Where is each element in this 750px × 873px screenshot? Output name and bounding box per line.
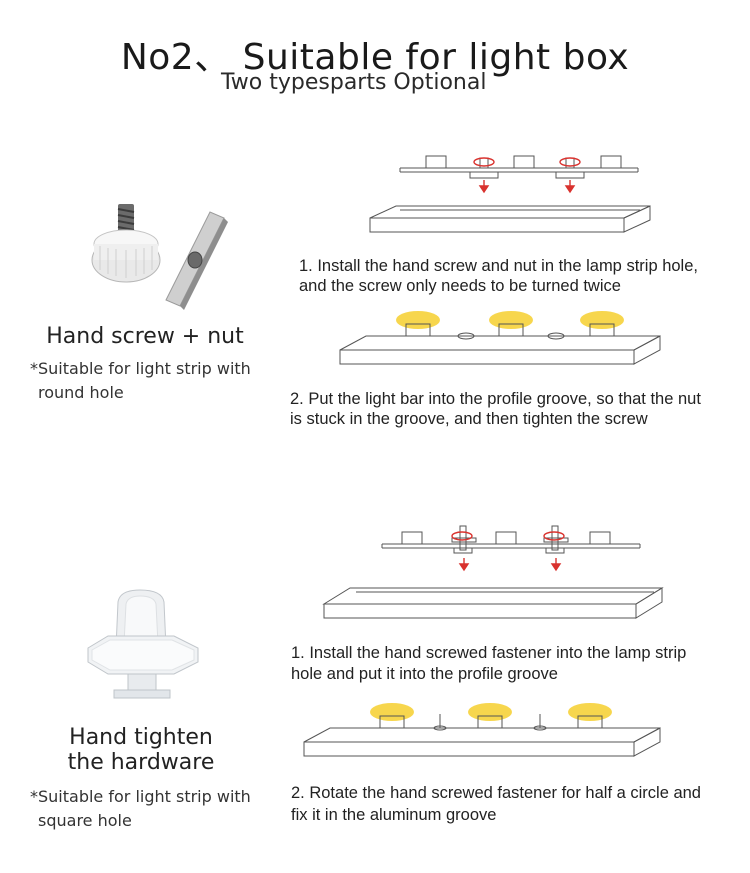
- step-text: hole and put it into the profile groove: [291, 665, 558, 683]
- part-note-line: *Suitable for light strip with: [30, 787, 251, 806]
- step-text: 1. Install the hand screw and nut in the…: [299, 257, 698, 275]
- step-text: fix it in the aluminum groove: [291, 806, 497, 824]
- part-name-hand-tighten: the hardware: [67, 750, 215, 775]
- part-note-line: round hole: [38, 383, 124, 402]
- step-text: is stuck in the groove, and then tighten…: [290, 410, 648, 428]
- page-title: No2、 Suitable for light box: [120, 37, 630, 78]
- page-subtitle: Two typesparts Optional: [221, 70, 487, 95]
- install-diagram-step2: [339, 311, 661, 365]
- install-diagram-step1: [369, 155, 651, 233]
- step-text: 2. Rotate the hand screwed fastener for …: [291, 784, 701, 802]
- install-diagram-step4: [303, 703, 661, 757]
- part-note-line: square hole: [38, 811, 132, 830]
- step-text: and the screw only needs to be turned tw…: [299, 277, 621, 295]
- hand-screw-nut-image: [91, 204, 228, 310]
- hand-tighten-fastener-image: [87, 589, 199, 699]
- part-name-hand-screw: Hand screw + nut: [46, 324, 244, 349]
- part-note-line: *Suitable for light strip with: [30, 359, 251, 378]
- step-text: 1. Install the hand screwed fastener int…: [291, 644, 687, 662]
- step-text: 2. Put the light bar into the profile gr…: [290, 390, 701, 408]
- install-diagram-step3: [322, 525, 664, 619]
- part-name-hand-tighten: Hand tighten: [69, 725, 213, 750]
